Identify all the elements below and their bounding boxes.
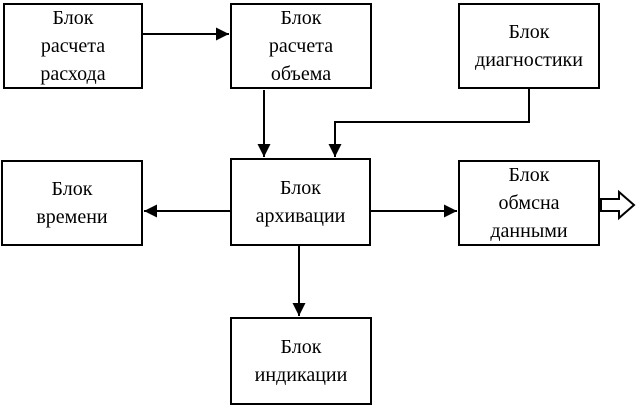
block-label-line: архивации [255,205,346,227]
block-label-line: времени [36,206,108,228]
block-label-line: Блок [280,177,321,199]
block-indication: Блок индикации [230,317,372,405]
block-label-line: расхода [40,63,106,85]
block-label-line: Блок [280,7,322,29]
block-diagnostics: Блок диагностики [458,3,600,89]
block-label-line: расчета [40,35,106,57]
block-data-exchange: Блок обмсна данными [458,160,600,246]
block-label-line: Блок [508,164,550,186]
block-archive: Блок архивации [230,158,371,246]
block-label-line: Блок [51,178,93,200]
block-label-line: расчета [268,35,334,57]
block-label-line: Блок [280,336,322,358]
block-label-line: Блок [508,21,550,43]
block-volume-calc: Блок расчета объема [230,3,372,89]
block-label-line: Блок [52,7,94,29]
block-label-line: данными [490,220,568,242]
hollow-output-arrow [600,189,636,221]
block-label-line: диагностики [475,49,583,71]
block-time: Блок времени [1,160,143,246]
block-label-line: индикации [254,364,348,386]
block-label-line: объема [270,63,332,85]
block-flow-calc: Блок расчета расхода [3,3,143,89]
arrow-diagnostics-to-archive [328,89,530,157]
block-label-line: обмсна [498,192,560,214]
